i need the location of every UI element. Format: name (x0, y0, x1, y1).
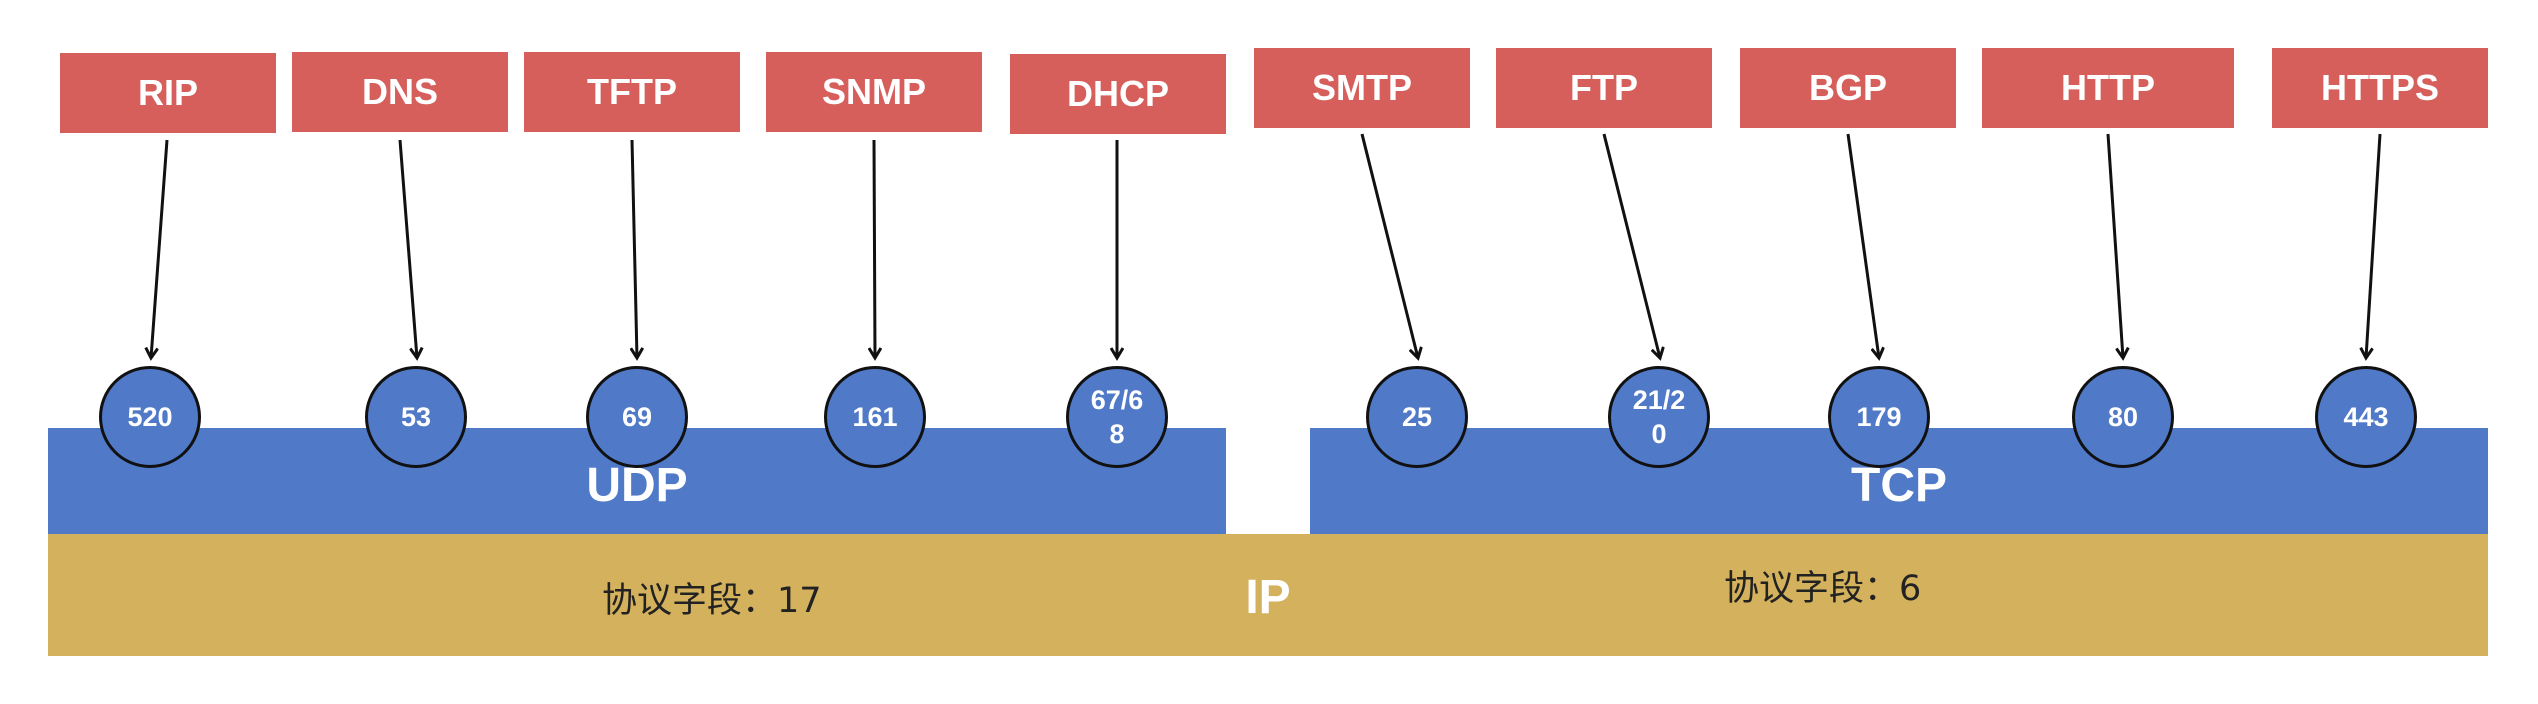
tcp-layer-label: TCP (1851, 458, 1947, 512)
protocol-box-ftp: FTP (1496, 48, 1712, 128)
udp-protocol-field-note: 协议字段：17 (602, 581, 822, 621)
protocol-box-https: HTTPS (2272, 48, 2488, 128)
tcp-protocol-field-note: 协议字段：6 (1724, 569, 1922, 609)
protocol-box-snmp: SNMP (766, 52, 982, 132)
protocol-box-smtp: SMTP (1254, 48, 1470, 128)
arrow-smtp (1360, 133, 1418, 358)
arrow-rip (151, 139, 169, 358)
protocol-box-dns: DNS (292, 52, 508, 132)
port-circle-dns: 53 (365, 366, 467, 468)
port-circle-smtp: 25 (1366, 366, 1468, 468)
ip-layer-label: IP (1245, 570, 1291, 624)
arrow-snmp (874, 139, 875, 358)
protocol-box-rip: RIP (60, 53, 276, 133)
port-circle-dhcp: 67/6 8 (1066, 366, 1168, 468)
protocol-box-bgp: BGP (1740, 48, 1956, 128)
port-circle-http: 80 (2072, 366, 2174, 468)
ip-layer (48, 534, 2488, 656)
port-circle-ftp: 21/2 0 (1608, 366, 1710, 468)
arrow-bgp (1846, 133, 1879, 358)
port-circle-rip: 520 (99, 366, 201, 468)
protocol-box-http: HTTP (1982, 48, 2234, 128)
arrow-ftp (1602, 133, 1660, 358)
port-circle-snmp: 161 (824, 366, 926, 468)
arrow-dns (398, 139, 417, 358)
protocol-box-tftp: TFTP (524, 52, 740, 132)
port-circle-tftp: 69 (586, 366, 688, 468)
arrow-tftp (632, 139, 637, 358)
port-circle-https: 443 (2315, 366, 2417, 468)
arrow-http (2106, 133, 2123, 358)
arrow-https (2366, 133, 2382, 358)
protocol-box-dhcp: DHCP (1010, 54, 1226, 134)
port-circle-bgp: 179 (1828, 366, 1930, 468)
